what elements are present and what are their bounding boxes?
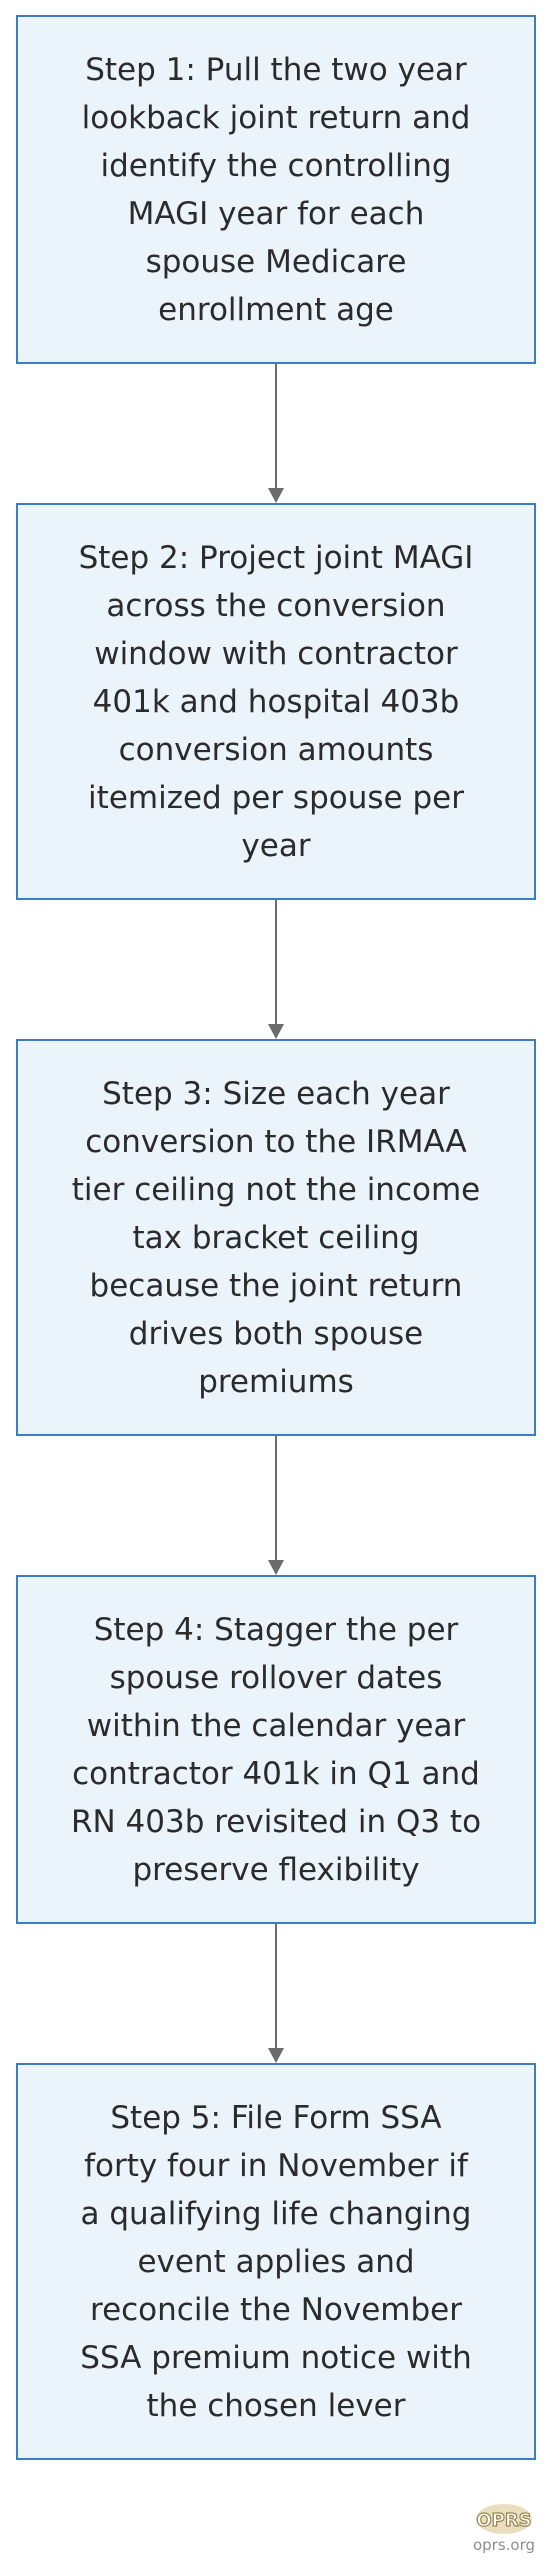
watermark: OPRS oprs.org	[469, 2502, 539, 2554]
step-1-text: Step 1: Pull the two year lookback joint…	[81, 51, 471, 328]
arrowhead-icon	[268, 488, 284, 503]
watermark-url: oprs.org	[472, 2536, 536, 2554]
connector-3-4	[268, 1436, 284, 1575]
connector-4-5	[268, 1924, 284, 2063]
arrowhead-icon	[268, 2048, 284, 2063]
oprs-logo-text: OPRS	[476, 2510, 531, 2531]
step-2-box: Step 2: Project joint MAGI across the co…	[16, 503, 536, 900]
step-5-box: Step 5: File Form SSA forty four in Nove…	[16, 2063, 536, 2460]
oprs-logo-icon: OPRS	[476, 2504, 532, 2534]
step-5-text: Step 5: File Form SSA forty four in Nove…	[80, 2099, 472, 2424]
step-3-box: Step 3: Size each year conversion to the…	[16, 1039, 536, 1436]
step-2-text: Step 2: Project joint MAGI across the co…	[78, 539, 474, 864]
arrowhead-icon	[268, 1560, 284, 1575]
step-4-box: Step 4: Stagger the per spouse rollover …	[16, 1575, 536, 1924]
step-1-box: Step 1: Pull the two year lookback joint…	[16, 15, 536, 364]
connector-1-2	[268, 364, 284, 503]
step-3-text: Step 3: Size each year conversion to the…	[71, 1075, 481, 1400]
step-4-text: Step 4: Stagger the per spouse rollover …	[70, 1611, 482, 1888]
arrowhead-icon	[268, 1024, 284, 1039]
connector-2-3	[268, 900, 284, 1039]
